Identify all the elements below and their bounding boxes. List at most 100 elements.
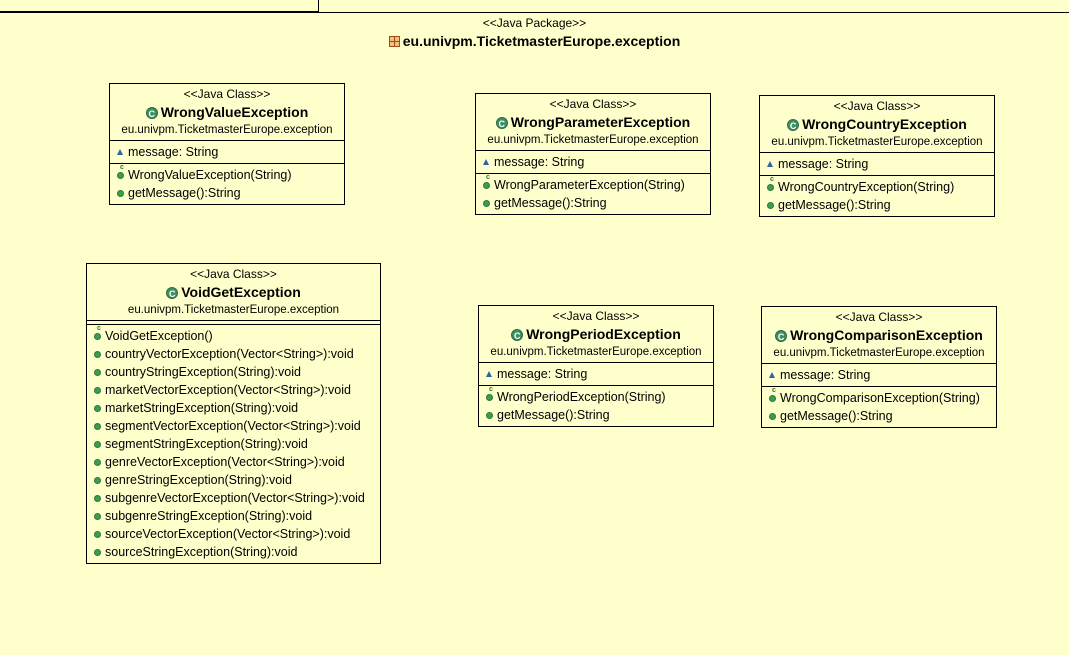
method-row[interactable]: marketVectorException(Vector<String>):vo…	[94, 381, 380, 399]
attribute-row[interactable]: message: String	[767, 155, 994, 173]
class-stereotype: <<Java Class>>	[552, 309, 640, 323]
operation-text: getMessage():String	[128, 186, 241, 200]
method-dot-icon	[94, 423, 101, 430]
public-method-icon	[94, 525, 105, 543]
method-row[interactable]: segmentStringException(String):void	[94, 435, 380, 453]
method-row[interactable]: subgenreVectorException(Vector<String>):…	[94, 489, 380, 507]
public-method-icon	[94, 399, 105, 417]
class-package: eu.univpm.TicketmasterEurope.exception	[487, 134, 699, 146]
attribute-row[interactable]: message: String	[483, 153, 710, 171]
method-dot-icon	[94, 369, 101, 376]
class-name: WrongValueException	[160, 104, 309, 120]
public-method-icon	[94, 363, 105, 381]
method-row[interactable]: sourceVectorException(Vector<String>):vo…	[94, 525, 380, 543]
method-row[interactable]: genreVectorException(Vector<String>):voi…	[94, 453, 380, 471]
public-method-icon	[94, 345, 105, 363]
attribute-text: message: String	[780, 368, 871, 382]
class-icon: C	[145, 107, 158, 119]
public-method-icon	[767, 196, 778, 214]
attribute-row[interactable]: message: String	[117, 143, 344, 161]
public-method-icon	[94, 471, 105, 489]
class-name: WrongComparisonException	[790, 327, 983, 343]
public-method-icon	[483, 194, 494, 212]
constructor-icon: c	[117, 164, 128, 184]
method-row[interactable]: getMessage():String	[767, 196, 994, 214]
class-name: WrongParameterException	[510, 114, 691, 130]
method-dot-icon	[767, 202, 774, 209]
package-frame	[0, 12, 1069, 655]
public-method-icon	[486, 406, 497, 424]
public-method-icon	[769, 407, 780, 425]
package-icon	[388, 36, 400, 47]
class-stereotype: <<Java Class>>	[183, 87, 271, 101]
method-dot-icon	[94, 459, 101, 466]
method-dot-icon	[486, 412, 493, 419]
attributes-section: message: String	[479, 362, 713, 385]
attribute-text: message: String	[494, 155, 585, 169]
operation-text: WrongValueException(String)	[128, 168, 292, 182]
method-dot-icon	[94, 333, 101, 340]
attribute-row[interactable]: message: String	[486, 365, 713, 383]
method-row[interactable]: getMessage():String	[117, 184, 344, 202]
method-row[interactable]: getMessage():String	[769, 407, 996, 425]
constructor-marker-icon: c	[486, 174, 490, 181]
package-stereotype: <<Java Package>>	[482, 16, 587, 30]
operation-text: VoidGetException()	[105, 329, 213, 343]
operation-text: WrongParameterException(String)	[494, 178, 685, 192]
protected-field-icon	[483, 153, 494, 171]
operation-text: getMessage():String	[494, 196, 607, 210]
constructor-marker-icon: c	[772, 387, 776, 394]
method-row[interactable]: genreStringException(String):void	[94, 471, 380, 489]
protected-field-icon	[117, 143, 128, 161]
package-name: eu.univpm.TicketmasterEurope.exception	[402, 33, 681, 49]
operation-text: sourceVectorException(Vector<String>):vo…	[105, 527, 351, 541]
attributes-section: message: String	[762, 363, 996, 386]
method-dot-icon	[94, 513, 101, 520]
public-method-icon	[94, 507, 105, 525]
class-icon: C	[166, 287, 179, 299]
method-row[interactable]: segmentVectorException(Vector<String>):v…	[94, 417, 380, 435]
class-name: VoidGetException	[181, 284, 301, 300]
method-row[interactable]: subgenreStringException(String):void	[94, 507, 380, 525]
method-dot-icon	[483, 182, 490, 189]
method-row[interactable]: countryVectorException(Vector<String>):v…	[94, 345, 380, 363]
attribute-row[interactable]: message: String	[769, 366, 996, 384]
attributes-section	[87, 320, 380, 324]
package-title-row[interactable]: eu.univpm.TicketmasterEurope.exception	[0, 31, 1069, 51]
operation-text: marketVectorException(Vector<String>):vo…	[105, 383, 351, 397]
attribute-text: message: String	[778, 157, 869, 171]
method-row[interactable]: getMessage():String	[483, 194, 710, 212]
method-row[interactable]: getMessage():String	[486, 406, 713, 424]
method-row[interactable]: marketStringException(String):void	[94, 399, 380, 417]
method-row[interactable]: sourceStringException(String):void	[94, 543, 380, 561]
triangle-icon	[483, 159, 489, 165]
package-header: <<Java Package>> eu.univpm.TicketmasterE…	[0, 16, 1069, 51]
method-row[interactable]: countryStringException(String):void	[94, 363, 380, 381]
triangle-icon	[486, 371, 492, 377]
class-icon: C	[775, 330, 788, 342]
operation-text: segmentStringException(String):void	[105, 437, 308, 451]
class-package: eu.univpm.TicketmasterEurope.exception	[773, 347, 985, 359]
